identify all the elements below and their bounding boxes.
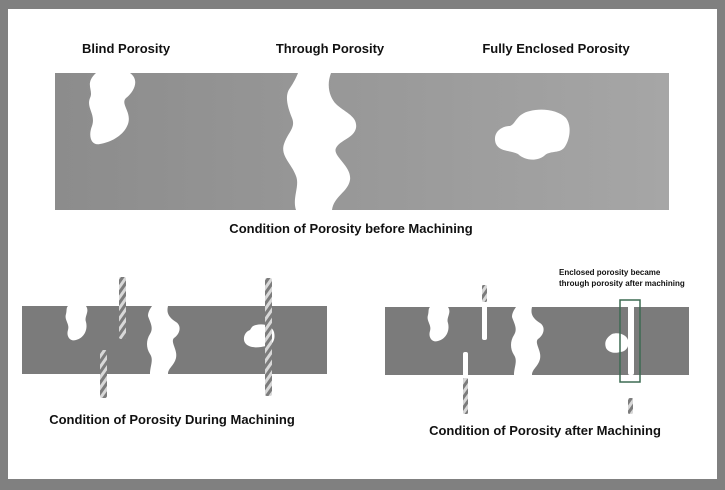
blind-pore-small xyxy=(65,306,88,341)
drilled-hole-3 xyxy=(628,300,634,375)
label-through-porosity: Through Porosity xyxy=(275,41,385,56)
material-block xyxy=(55,73,669,210)
drill-bit-3 xyxy=(265,278,272,396)
annotation-note: Enclosed porosity became through porosit… xyxy=(559,267,685,289)
label-enclosed-porosity: Fully Enclosed Porosity xyxy=(482,41,630,56)
drilled-hole-2 xyxy=(463,352,468,382)
drill-bit-2 xyxy=(100,350,107,398)
enclosed-pore xyxy=(494,109,570,160)
blind-pore xyxy=(89,73,136,145)
caption-after: Condition of Porosity after Machining xyxy=(429,423,661,438)
material-bar-during xyxy=(22,277,327,398)
annotation-line-2: through porosity after machining xyxy=(559,279,685,288)
through-pore-small xyxy=(147,306,180,374)
through-pore xyxy=(283,73,357,210)
highlight-box xyxy=(619,299,641,383)
drill-bit-1 xyxy=(119,277,126,339)
material-block-before xyxy=(55,73,669,210)
caption-during: Condition of Porosity During Machining xyxy=(49,412,295,427)
material-bar-after xyxy=(385,285,689,414)
blind-pore-small xyxy=(427,307,450,342)
caption-before: Condition of Porosity before Machining xyxy=(229,221,473,236)
enclosed-pore-small xyxy=(605,333,629,353)
drill-bit-4 xyxy=(482,285,487,302)
label-blind-porosity: Blind Porosity xyxy=(81,41,171,56)
drill-bit-6 xyxy=(628,398,633,414)
through-pore-small xyxy=(511,307,544,375)
drill-bit-5 xyxy=(463,378,468,414)
drilled-hole-1 xyxy=(482,300,487,340)
annotation-line-1: Enclosed porosity became xyxy=(559,268,661,277)
